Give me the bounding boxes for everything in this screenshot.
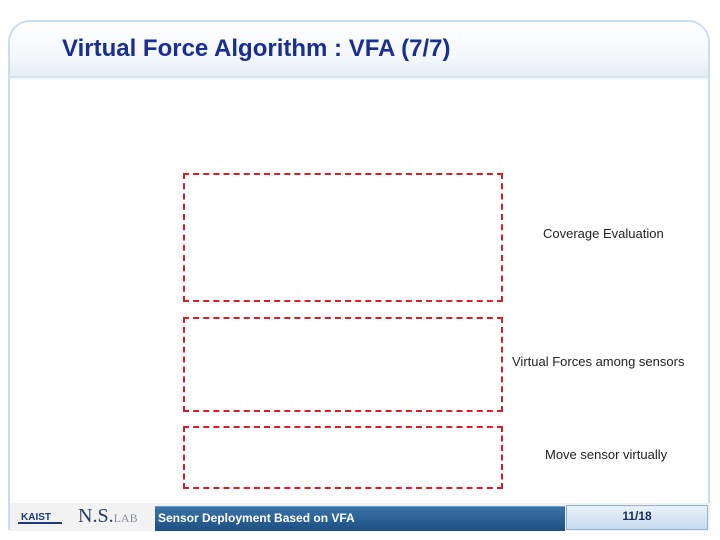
- ns-lab-main: N.S.: [78, 505, 114, 527]
- page-number-box: [566, 505, 708, 530]
- title-divider: [10, 76, 708, 80]
- kaist-logo-text: KAIST: [21, 512, 51, 523]
- ns-lab-suffix: LAB: [113, 511, 138, 525]
- slide-title: Virtual Force Algorithm : VFA (7/7): [62, 35, 451, 62]
- footer-title-bar: [155, 506, 565, 531]
- coverage-evaluation-label: Coverage Evaluation: [543, 226, 664, 241]
- coverage-evaluation-box: [183, 173, 503, 302]
- kaist-logo: KAIST: [18, 509, 68, 527]
- title-bar: [10, 22, 708, 78]
- footer-course-title: Sensor Deployment Based on VFA: [158, 511, 355, 525]
- page-number: 11/18: [622, 509, 652, 523]
- move-sensor-label: Move sensor virtually: [545, 447, 668, 462]
- virtual-forces-box: [183, 317, 503, 412]
- ns-lab-logo: N.S.LAB: [78, 505, 138, 528]
- move-sensor-box: [183, 426, 503, 489]
- virtual-forces-label: Virtual Forces among sensors: [512, 354, 685, 369]
